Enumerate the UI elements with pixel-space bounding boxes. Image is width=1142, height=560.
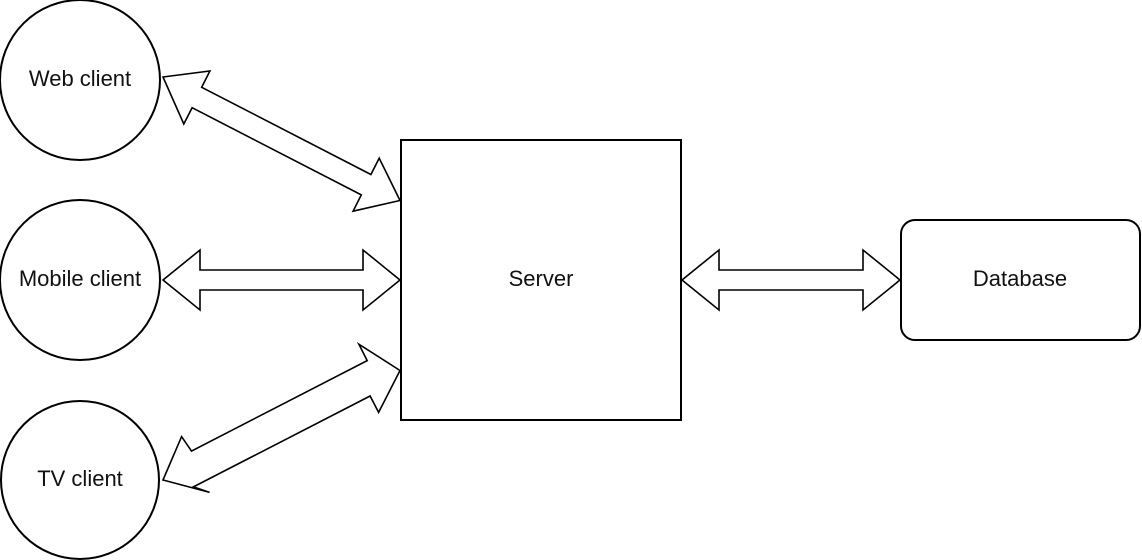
arrow-server-database bbox=[680, 248, 902, 312]
web-client-label: Web client bbox=[29, 66, 131, 91]
tv-client-label: TV client bbox=[37, 466, 123, 491]
server-label: Server bbox=[509, 266, 574, 291]
database-label: Database bbox=[973, 266, 1067, 291]
database-box bbox=[900, 219, 1141, 341]
node-web-client: Web client bbox=[0, 0, 161, 161]
node-database: Database bbox=[900, 219, 1141, 341]
node-tv-client: TV client bbox=[0, 400, 160, 560]
web-client-circle bbox=[0, 0, 161, 161]
arrow-mobile-server bbox=[161, 248, 402, 312]
connectors bbox=[161, 70, 902, 494]
mobile-client-label: Mobile client bbox=[19, 266, 141, 291]
node-mobile-client: Mobile client bbox=[0, 199, 161, 361]
node-server: Server bbox=[400, 139, 682, 421]
tv-client-circle bbox=[0, 400, 160, 560]
mobile-client-circle bbox=[0, 199, 161, 361]
arrow-web-server bbox=[161, 70, 402, 213]
arrow-tv-server bbox=[161, 341, 402, 494]
server-box bbox=[400, 139, 682, 421]
